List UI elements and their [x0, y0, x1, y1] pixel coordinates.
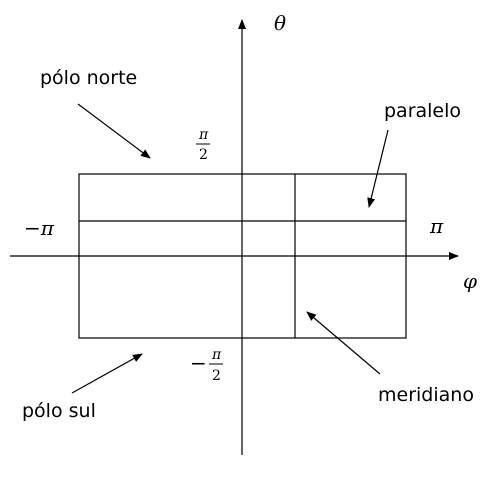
left-tick-label: −π [24, 216, 55, 240]
meridian-label: meridiano [378, 384, 474, 406]
top-fraction-numerator: π [198, 127, 209, 143]
top-fraction-denominator: 2 [199, 147, 208, 163]
theta-label: θ [274, 11, 286, 35]
north-pole-arrow [77, 103, 151, 159]
bottom-fraction-sign: − [190, 351, 207, 375]
top-tick-fraction: π 2 [196, 127, 210, 163]
domain-rectangle [78, 173, 407, 339]
right-tick-label: π [429, 214, 444, 238]
phi-label: φ [463, 269, 477, 293]
north-pole-label: pólo norte [40, 67, 137, 89]
bottom-fraction-numerator: π [211, 347, 222, 363]
bottom-tick-fraction: − π 2 [190, 347, 223, 384]
parallel-label: paralelo [384, 100, 461, 122]
bottom-fraction-denominator: 2 [212, 368, 221, 384]
south-pole-arrow [71, 353, 143, 394]
south-pole-label: pólo sul [22, 400, 96, 422]
parallel-arrow [367, 129, 389, 208]
meridian-arrow [306, 311, 381, 375]
